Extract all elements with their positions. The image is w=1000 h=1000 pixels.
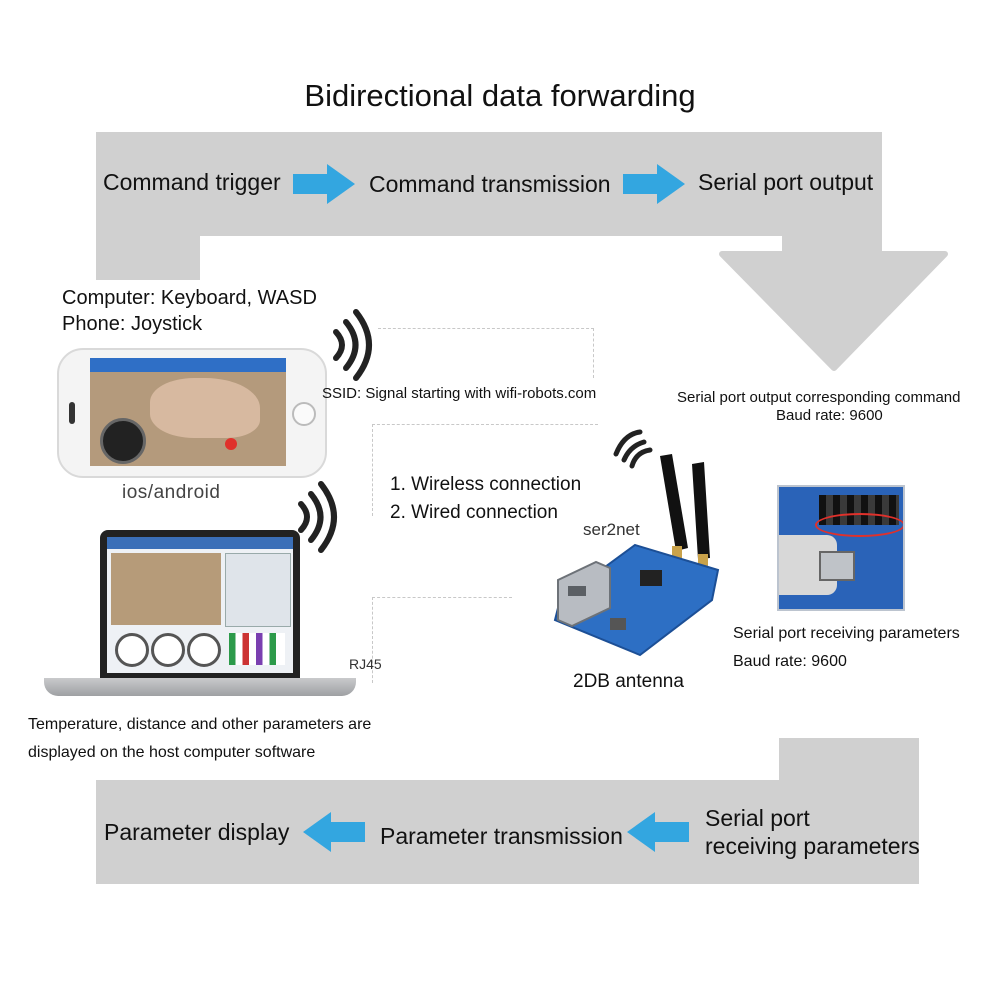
- phone-earpiece: [69, 402, 75, 424]
- flow-step-serial-receive-line2: receiving parameters: [705, 833, 920, 859]
- connector-line: [372, 597, 373, 683]
- serial-board-image: [777, 485, 905, 611]
- software-panel: [225, 553, 291, 627]
- ssid-text: SSID: Signal starting with wifi-robots.c…: [322, 385, 597, 402]
- phone-toolbar: [90, 358, 286, 372]
- laptop-image: [100, 530, 300, 678]
- serial-receive-text: Serial port receiving parameters: [733, 625, 960, 642]
- gauge-icon: [115, 633, 149, 667]
- phone-screen: [90, 358, 286, 466]
- wifi-signal-icon: [613, 429, 653, 469]
- connection-wired: 2. Wired connection: [390, 502, 558, 523]
- phone-hand-image: [150, 378, 260, 438]
- antenna-label: 2DB antenna: [573, 671, 684, 692]
- host-text-line2: displayed on the host computer software: [28, 744, 316, 761]
- highlight-circle: [815, 513, 903, 537]
- bottom-flow-band-right-leg: [779, 738, 919, 782]
- left-arrow-icon: [303, 812, 365, 852]
- serial-receive-baud: Baud rate: 9600: [733, 653, 847, 670]
- top-flow-band-right-leg: [782, 236, 882, 254]
- connector-line: [372, 424, 598, 425]
- ser2net-board-image: [553, 454, 720, 657]
- connector-line: [372, 424, 373, 516]
- level-bars: [229, 633, 285, 665]
- connection-wireless: 1. Wireless connection: [390, 474, 582, 495]
- joystick-icon: [100, 418, 146, 464]
- serial-output-text: Serial port output corresponding command: [677, 389, 961, 406]
- flow-step-parameter-display: Parameter display: [104, 819, 290, 845]
- top-flow-band-left-leg: [96, 236, 200, 280]
- gauge-icon: [187, 633, 221, 667]
- gauge-icon: [151, 633, 185, 667]
- connector-line: [378, 328, 594, 329]
- flow-step-parameter-transmission: Parameter transmission: [380, 823, 623, 849]
- right-arrow-icon: [623, 164, 685, 204]
- phone-home-button: [292, 402, 316, 426]
- serial-output-baud: Baud rate: 9600: [776, 407, 883, 424]
- flow-step-serial-port-output: Serial port output: [698, 169, 874, 195]
- software-toolbar: [107, 537, 293, 549]
- flow-step-command-trigger: Command trigger: [103, 169, 281, 195]
- rj45-label: RJ45: [349, 656, 382, 672]
- record-button-icon: [225, 438, 237, 450]
- device-name: ser2net: [583, 520, 640, 539]
- top-flow-band: [96, 132, 882, 236]
- phone-os-label: ios/android: [122, 482, 221, 503]
- flow-step-command-transmission: Command transmission: [369, 171, 611, 197]
- connector-line: [593, 328, 594, 378]
- page-title: Bidirectional data forwarding: [304, 78, 696, 113]
- flow-step-serial-receive-line1: Serial port: [705, 805, 810, 831]
- laptop-screen: [107, 537, 293, 673]
- host-text-line1: Temperature, distance and other paramete…: [28, 716, 372, 733]
- bottom-flow-band: [96, 780, 919, 884]
- wifi-signal-icon: [298, 481, 337, 553]
- controls-phone: Phone: Joystick: [62, 313, 203, 335]
- left-arrow-icon: [627, 812, 689, 852]
- right-arrow-icon: [293, 164, 355, 204]
- laptop-base: [44, 678, 356, 696]
- connector-line: [372, 597, 512, 598]
- wifi-signal-icon: [333, 309, 372, 381]
- phone-image: [57, 348, 327, 478]
- usb-port: [819, 551, 855, 581]
- controls-computer: Computer: Keyboard, WASD: [62, 287, 317, 309]
- software-video: [111, 553, 221, 625]
